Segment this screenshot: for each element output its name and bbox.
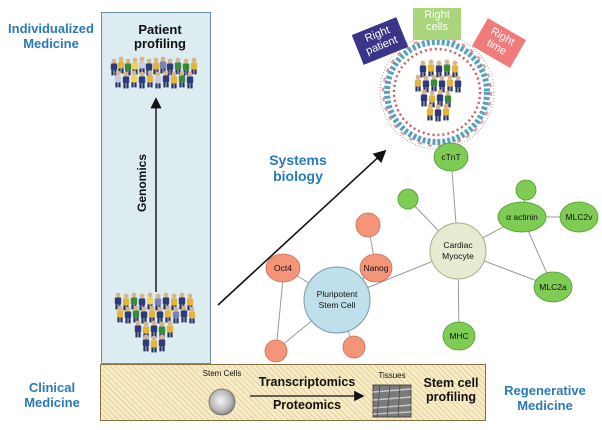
label-mhc: MHC — [449, 331, 468, 341]
node-mlc2a — [533, 271, 573, 303]
node-oct4 — [265, 253, 301, 283]
stem-cells-label: Stem Cells — [202, 369, 242, 378]
circular-genome-plot — [379, 34, 495, 150]
node-alpha-actinin — [497, 201, 547, 233]
label-pluripotent-2: Stem Cell — [319, 300, 356, 310]
node-green-left — [397, 188, 419, 210]
node-mhc — [442, 321, 476, 351]
systems-biology-arrow — [217, 149, 387, 306]
node-red-bottom — [342, 335, 366, 359]
node-ctnt — [433, 142, 469, 172]
node-mlc2v — [559, 201, 599, 233]
label-cardiac-2: Myocyte — [442, 251, 474, 261]
right-cells-tag: Right cells — [413, 8, 461, 40]
patient-profiling-label: Patient profiling — [134, 22, 186, 52]
label-ctnt: cTnT — [441, 152, 460, 162]
regenerative-panel — [100, 364, 486, 421]
network-labels: Pluripotent Stem Cell Oct4 Nanog Cardiac… — [274, 152, 593, 341]
network-nodes — [264, 142, 599, 363]
regenerative-medicine-label: Regenerative Medicine — [504, 383, 586, 413]
stem-cell-profiling-label: Stem cell profiling — [423, 376, 479, 404]
node-nanog — [359, 253, 393, 283]
label-nanog: Nanog — [363, 263, 388, 273]
individualized-medicine-label: Individualized Medicine — [8, 21, 94, 51]
systems-biology-label: Systems biology — [269, 152, 327, 185]
label-mlc2a: MLC2a — [539, 282, 567, 292]
stem-cell-image — [208, 388, 236, 416]
node-red-bottomleft — [264, 339, 288, 363]
label-oct4: Oct4 — [274, 263, 292, 273]
label-mlc2v: MLC2v — [566, 212, 594, 222]
tissues-label: Tissues — [378, 371, 406, 380]
node-cardiac — [429, 222, 487, 280]
top-people-group — [110, 56, 198, 89]
tissue-image — [372, 384, 412, 418]
node-green-top — [515, 179, 537, 201]
clinical-medicine-label: Clinical Medicine — [24, 380, 80, 410]
label-cardiac-1: Cardiac — [443, 240, 473, 250]
node-red-top — [355, 212, 381, 238]
node-pluripotent — [303, 266, 371, 334]
proteomics-label: Proteomics — [272, 398, 342, 412]
label-alpha-actinin: α actinin — [506, 212, 538, 222]
bottom-people-group — [114, 292, 196, 353]
label-pluripotent-1: Pluripotent — [317, 289, 358, 299]
transcriptomics-label: Transcriptomics — [258, 375, 356, 389]
genomics-label: Genomics — [135, 154, 149, 212]
